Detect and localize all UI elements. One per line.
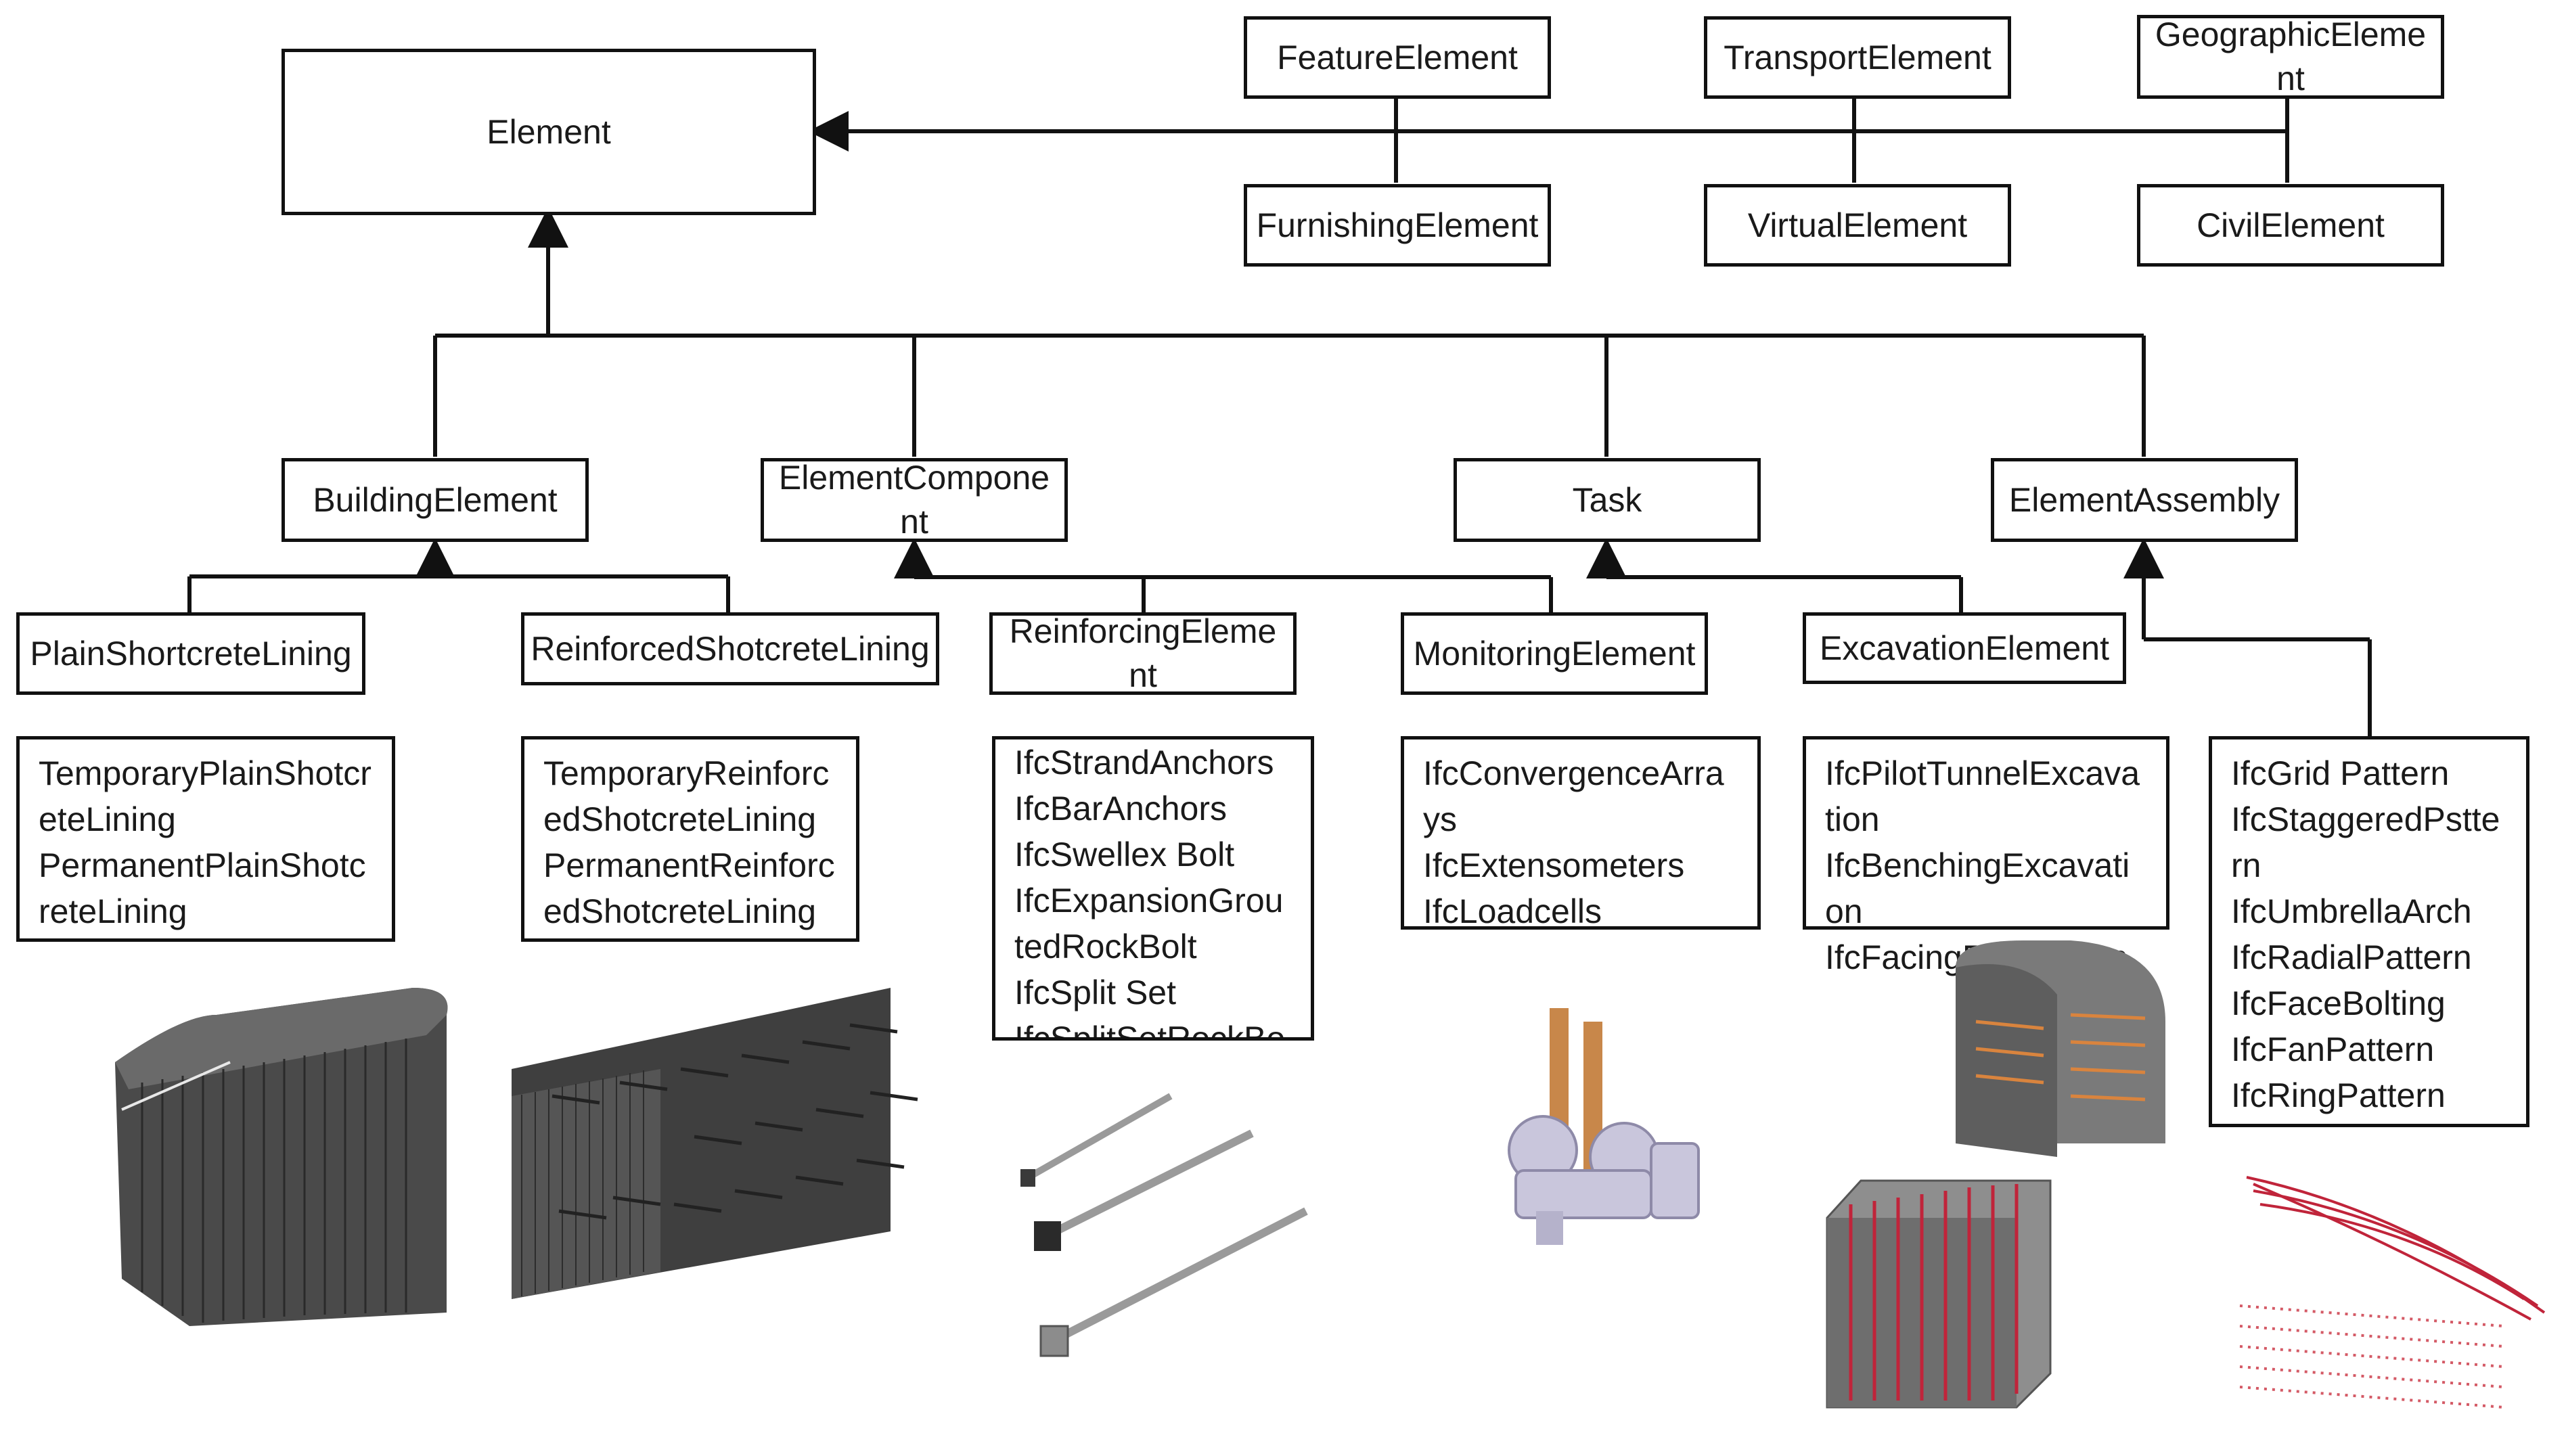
monitoring-element-label: MonitoringElement [1413,634,1696,673]
reinforcing-list: IfcStrandAnchors IfcBarAnchors IfcSwelle… [992,736,1314,1041]
task-box: Task [1454,458,1761,542]
list-item: IfcUmbrellaArch [2231,892,2472,930]
virtual-element-label: VirtualElement [1747,206,1968,244]
feature-element-label: FeatureElement [1277,38,1518,76]
virtual-element-box: VirtualElement [1704,184,2011,267]
reinforced-lining-box: ReinforcedShotcreteLining [521,612,939,685]
list-item: TemporaryReinforcedShotcreteLining [543,754,830,838]
element-label: Element [487,112,611,151]
list-item: IfcRadialPattern [2231,938,2472,976]
excavation-list: IfcPilotTunnelExcavation IfcBenchingExca… [1803,736,2169,976]
transport-element-label: TransportElement [1724,38,1991,76]
element-box: Element [282,49,816,215]
list-item: IfcStrandAnchors [1014,744,1274,781]
civil-element-label: CivilElement [2197,206,2385,244]
list-item: IfcLoadcells [1423,892,1602,930]
extensometer-model [1508,1008,1700,1245]
feature-element-box: FeatureElement [1244,16,1551,99]
list-item: IfcSplit Set [1014,974,1176,1011]
building-element-box: BuildingElement [282,458,589,542]
list-item: IfcBenchingExcavation [1825,846,2130,930]
excavation-element-box: ExcavationElement [1803,612,2126,684]
reinforced-lining-label: ReinforcedShotcreteLining [531,629,930,668]
excavation-block-model [1826,940,2165,1409]
civil-element-box: CivilElement [2137,184,2444,267]
monitoring-element-box: MonitoringElement [1401,612,1708,695]
plain-lining-box: PlainShortcreteLining [16,612,365,695]
furnishing-element-label: FurnishingElement [1256,206,1539,244]
building-element-label: BuildingElement [313,480,558,519]
plain-lining-list: TemporaryPlainShotcreteLining PermanentP… [16,736,395,942]
rock-bolts-model [1020,1093,1308,1357]
list-item: TemporaryPlainShotcreteLining [39,754,372,838]
excavation-element-label: ExcavationElement [1819,629,2109,667]
list-item: IfcStaggeredPsttern [2231,800,2500,884]
geographic-element-label: GeographicElement [2155,16,2427,97]
element-component-label: ElementComponent [778,459,1050,541]
list-item: IfcGrid Pattern [2231,754,2450,792]
list-item: PermanentReinforcedShotcreteLining [543,846,835,930]
furnishing-element-box: FurnishingElement [1244,184,1551,267]
element-assembly-label: ElementAssembly [2008,480,2280,519]
list-item: PermanentPlainShotcreteLining [39,846,366,930]
list-item: IfcBarAnchors [1014,790,1228,827]
list-item: IfcPilotTunnelExcavation [1825,754,2140,838]
monitoring-list: IfcConvergenceArrays IfcExtensometers If… [1401,736,1761,930]
reinforced-lining-list: TemporaryReinforcedShotcreteLining Perma… [521,736,859,942]
reinforcing-element-box: ReinforcingElement [989,612,1297,695]
reinforcing-element-label: ReinforcingElement [1009,612,1277,694]
task-label: Task [1572,480,1642,519]
transport-element-box: TransportElement [1704,16,2011,99]
list-item: IfcFanPattern [2231,1030,2435,1068]
tunnel-lining-model [115,988,448,1326]
bolt-pattern-model [2239,1176,2546,1409]
list-item: IfcSwellex Bolt [1014,836,1235,873]
element-component-box: ElementComponent [761,458,1068,542]
list-item: IfcExpansionGroutedRockBolt [1014,882,1284,965]
list-item: IfcConvergenceArrays [1423,754,1724,838]
geographic-element-box: GeographicElement [2137,15,2444,99]
list-item: IfcRingPattern [2231,1076,2446,1114]
reinforced-panel-model [512,988,918,1299]
plain-lining-label: PlainShortcreteLining [30,634,352,673]
list-item: IfcExtensometers [1423,846,1685,884]
list-item: IfcSplitSetRockBolt [1014,1020,1286,1041]
element-assembly-box: ElementAssembly [1991,458,2298,542]
list-item: IfcFaceBolting [2231,984,2446,1022]
assembly-list: IfcGrid Pattern IfcStaggeredPsttern IfcU… [2209,736,2529,1127]
